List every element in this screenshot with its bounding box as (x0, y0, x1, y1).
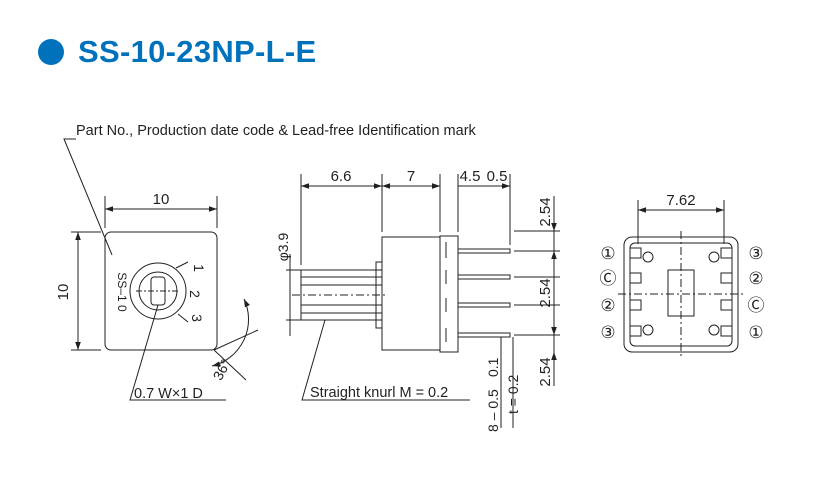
bottom-hole-tr (708, 251, 720, 263)
front-body-marking: SS–1 0 (115, 272, 129, 312)
side-view (286, 174, 560, 428)
bottom-pin-r1 (720, 247, 733, 259)
side-dim-0-5-label: 0.5 (487, 168, 508, 185)
side-dim-6-6-label: 6.6 (331, 168, 352, 185)
angle-arc (211, 298, 250, 367)
bottom-pin-r3 (720, 299, 733, 311)
front-view (63, 138, 259, 401)
bottom-pin-l3 (629, 299, 642, 311)
filled-circle-icon (38, 39, 64, 65)
bottom-center-slot (667, 269, 695, 317)
front-body-outline (104, 231, 218, 351)
pin-2 (457, 274, 511, 280)
bottom-hole-bl (642, 324, 654, 336)
bottom-pin-label-l3: ② (600, 296, 615, 315)
position-label-3: 3 (189, 314, 205, 322)
rotor-outer-circle (129, 262, 187, 320)
part-mark-callout: Part No., Production date code & Lead-fr… (76, 123, 477, 139)
pitch-label-1: 2.54 (537, 197, 554, 226)
bottom-pin-r2 (720, 272, 733, 284)
rotation-marker-1 (175, 261, 189, 269)
bottom-width-label: 7.62 (666, 192, 695, 209)
page-title: SS-10-23NP-L-E (78, 34, 317, 69)
slot-leader (129, 304, 226, 401)
bottom-pin-label-l2: Ⓒ (600, 269, 617, 288)
bottom-pin-label-l1: ① (600, 244, 615, 263)
pitch-label-3: 2.54 (537, 357, 554, 386)
rotation-marker-3 (177, 313, 189, 323)
bottom-pin-label-r1: ③ (748, 244, 763, 263)
knurl-callout: Straight knurl M = 0.2 (310, 385, 448, 401)
angle-ref-line-b (213, 329, 259, 351)
angle-label: 36° (210, 357, 234, 383)
terminal-block (439, 235, 459, 353)
bottom-pin-l1 (629, 247, 642, 259)
shaft-diameter-label: φ3.9 (275, 233, 291, 262)
bottom-view (618, 200, 744, 358)
bottom-hole-br (708, 324, 720, 336)
bottom-pin-label-l4: ③ (600, 323, 615, 342)
bottom-pin-l4 (629, 325, 642, 337)
position-label-2: 2 (187, 290, 203, 298)
bottom-hole-tl (642, 251, 654, 263)
pin-1 (457, 248, 511, 254)
bottom-pin-label-r2: ② (748, 269, 763, 288)
shaft-collar (375, 261, 383, 329)
bottom-pin-label-r3: Ⓒ (748, 296, 765, 315)
part-mark-leader (63, 138, 113, 256)
pin-spec-label: 8 – 0.5 (485, 389, 501, 432)
page-header: SS-10-23NP-L-E (38, 30, 317, 74)
pin-spec-tolerance: 0.1 (485, 357, 501, 377)
bottom-pin-l2 (629, 272, 642, 284)
pin-4 (457, 332, 511, 338)
front-height-label: 10 (55, 284, 72, 301)
position-label-1: 1 (191, 264, 207, 272)
pin-3 (457, 302, 511, 308)
front-width-label: 10 (153, 191, 170, 208)
pitch-label-2: 2.54 (537, 278, 554, 307)
bottom-pin-label-r4: ① (748, 323, 763, 342)
side-body (381, 236, 441, 351)
side-dim-4-5-label: 4.5 (460, 168, 481, 185)
slot-callout: 0.7 W×1 D (134, 386, 203, 402)
knurl-leader (301, 319, 470, 401)
bottom-pin-r4 (720, 325, 733, 337)
side-dim-7-label: 7 (407, 168, 415, 185)
pin-thickness-label: t = 0.2 (505, 374, 521, 414)
